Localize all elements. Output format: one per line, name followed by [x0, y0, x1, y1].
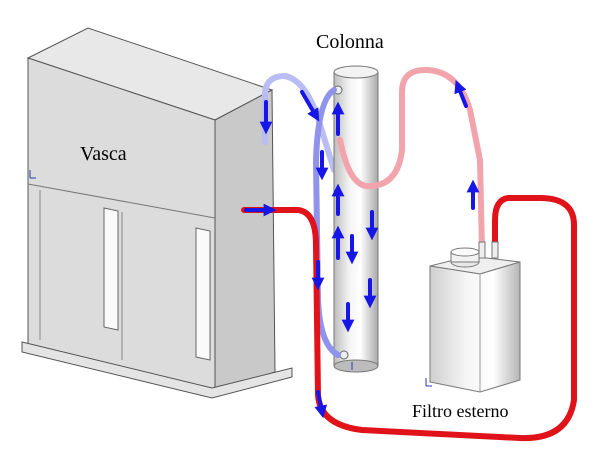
filter-port-right — [491, 241, 499, 259]
hot-pipe — [241, 195, 577, 442]
column-bottom-fitting — [339, 350, 349, 360]
tank-opening-left — [103, 207, 119, 331]
filter-cap-top — [450, 247, 480, 257]
column-top — [333, 65, 379, 79]
column-bottom — [333, 359, 379, 373]
filter-body — [429, 261, 521, 393]
tank-opening-right — [195, 227, 211, 361]
external-filter: Filtro esterno — [412, 241, 521, 421]
tank-label: Vasca — [80, 143, 127, 165]
cold-pipe — [312, 87, 341, 358]
flow-arrow-icon — [300, 90, 320, 122]
flow-arrow-icon — [454, 80, 468, 108]
tank-base — [21, 341, 293, 399]
flow-arrow-icon — [314, 390, 328, 419]
tank-ledge-line — [27, 183, 216, 219]
column-label: Colonna — [316, 31, 384, 53]
tank: Vasca — [21, 27, 293, 399]
axis-glyphs — [29, 170, 432, 387]
filter-port-left — [478, 241, 486, 259]
flow-arrows — [244, 80, 480, 419]
warm-pipe — [337, 66, 485, 253]
return-pipe-light — [262, 72, 337, 173]
filter-label: Filtro esterno — [412, 401, 509, 421]
